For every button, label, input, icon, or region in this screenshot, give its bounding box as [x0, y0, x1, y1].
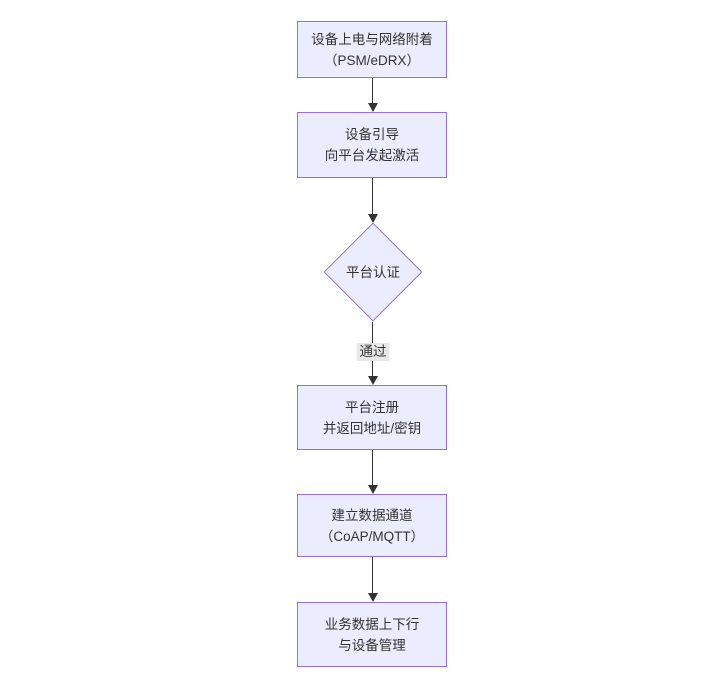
- edge-connector: [372, 450, 373, 485]
- edge-connector: [372, 557, 373, 593]
- edge-connector: [372, 78, 373, 104]
- node-text-line: （PSM/eDRX）: [323, 52, 421, 68]
- node-text-line: 并返回地址/密钥: [322, 420, 422, 436]
- node-text-line: 建立数据通道: [331, 507, 413, 523]
- edge-connector: [372, 178, 373, 214]
- node-text-line: 向平台发起激活: [324, 148, 420, 163]
- node-text-line: 设备引导: [345, 127, 399, 142]
- node-text-line: 平台注册: [345, 399, 399, 415]
- node-text-line: 设备上电与网络附着: [311, 31, 433, 47]
- node-text-line: 与设备管理: [338, 637, 406, 653]
- node-text-line: （CoAP/MQTT）: [319, 528, 425, 544]
- arrowhead-down-icon: [368, 214, 378, 223]
- node-data-channel: 建立数据通道 （CoAP/MQTT）: [297, 494, 447, 557]
- node-device-power-attach: 设备上电与网络附着 （PSM/eDRX）: [297, 21, 447, 78]
- arrowhead-down-icon: [368, 376, 378, 385]
- arrowhead-down-icon: [368, 103, 378, 112]
- node-text-line: 业务数据上下行: [324, 616, 420, 632]
- node-business-data-mgmt: 业务数据上下行 与设备管理: [297, 602, 447, 667]
- edge-label-pass: 通过: [356, 343, 390, 361]
- arrowhead-down-icon: [368, 485, 378, 494]
- arrowhead-down-icon: [368, 593, 378, 602]
- node-device-bootstrap: 设备引导 向平台发起激活: [297, 112, 447, 178]
- decision-label: 平台认证: [346, 265, 400, 280]
- node-platform-register: 平台注册 并返回地址/密钥: [297, 385, 447, 450]
